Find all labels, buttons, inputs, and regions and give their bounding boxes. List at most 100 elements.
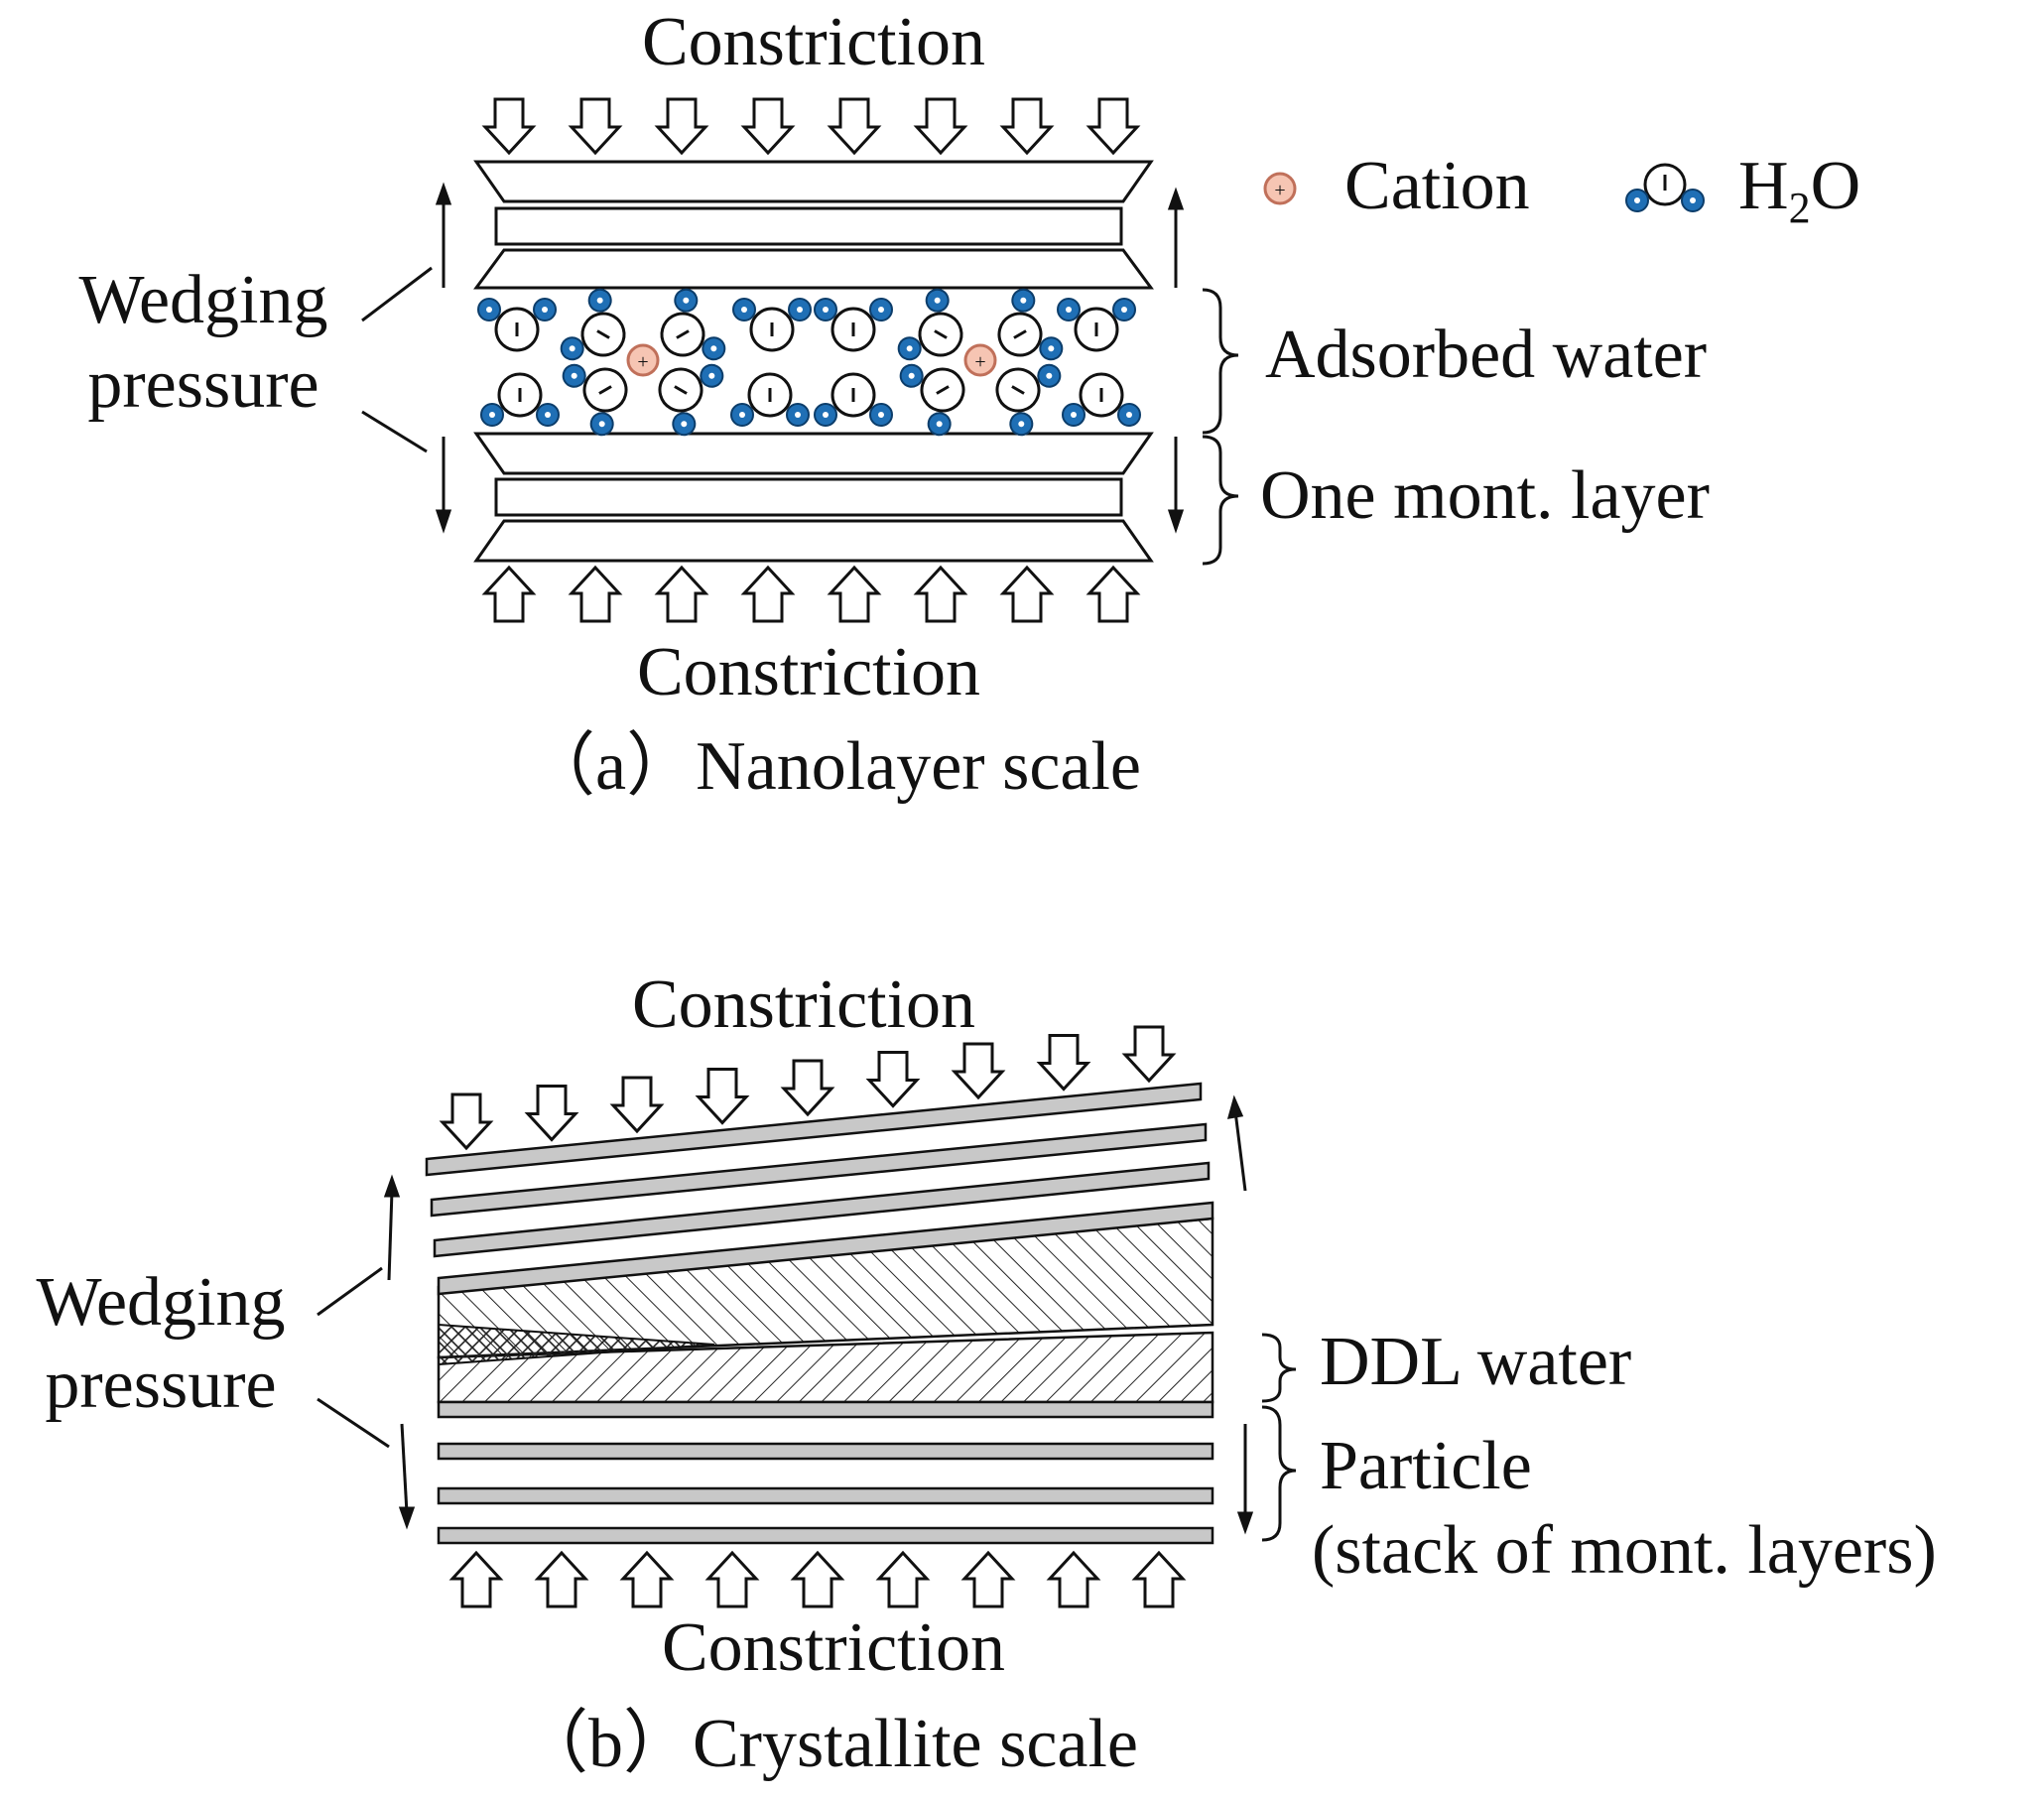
panel-a-caption: （a）Nanolayer scale [526, 728, 1141, 805]
water-molecule-icon [997, 288, 1064, 361]
down-arrow-icon [951, 1042, 1006, 1100]
up-arrow-icon [1131, 1550, 1187, 1608]
panel-a-top-arrows [481, 97, 1141, 156]
clay-layer [473, 432, 1154, 475]
leader-line [361, 266, 433, 322]
mont-layer [425, 1082, 1203, 1177]
panel-b-caption: （b）Crystallite scale [519, 1706, 1138, 1782]
cation-icon: + [1263, 172, 1297, 205]
panel-a-wedging-label: Wedging [79, 262, 328, 338]
down-arrow-icon [1121, 1025, 1177, 1084]
up-arrow-icon [875, 1550, 931, 1608]
leader-line [317, 1266, 383, 1317]
panel-b-top-constriction: Constriction [632, 966, 975, 1043]
leader-line [317, 1397, 390, 1449]
water-molecule-icon [1625, 163, 1705, 212]
panel-b-top-arrows [439, 1025, 1177, 1151]
panel-a: Constriction ++ Wedging pressure [79, 4, 1861, 805]
up-arrow-icon [619, 1550, 675, 1608]
down-arrow-icon [827, 97, 882, 156]
clay-layer [473, 160, 1154, 203]
down-arrow-icon [1086, 97, 1141, 156]
legend: + Cation H2O [1263, 148, 1860, 232]
brace-icon [1261, 1405, 1297, 1542]
panel-b: Constriction Wedging pressure [37, 966, 1937, 1782]
leader-line [361, 410, 428, 453]
water-molecule-icon [560, 288, 626, 361]
ddl-water-overlap [438, 1323, 715, 1366]
clay-layer [494, 477, 1123, 517]
brace-icon [1202, 288, 1239, 435]
panel-a-upper-stack [473, 160, 1154, 290]
panel-b-side-arrows [383, 1094, 1254, 1535]
mont-layer [437, 1201, 1214, 1296]
ddl-water-label: DDL water [1320, 1324, 1631, 1400]
panel-b-wedging-label: Wedging [37, 1264, 286, 1341]
down-arrow-icon [740, 97, 796, 156]
clay-layer [494, 206, 1123, 246]
up-arrow-icon [913, 565, 968, 623]
water-molecule-icon [480, 372, 560, 427]
panel-b-lower-stack [437, 1400, 1214, 1545]
up-arrow-icon [790, 1550, 845, 1608]
panel-a-bottom-constriction: Constriction [637, 634, 980, 710]
water-molecule-icon [730, 372, 810, 427]
water-molecule-icon [1062, 372, 1141, 427]
mont-layer [430, 1122, 1208, 1218]
up-arrow-icon [827, 565, 882, 623]
svg-text:+: + [1274, 180, 1285, 201]
up-arrow-icon [448, 1550, 504, 1608]
down-arrow-icon [654, 97, 709, 156]
down-arrow-icon [780, 1059, 835, 1117]
panel-a-top-constriction: Constriction [642, 4, 985, 80]
up-arrow-icon [960, 1550, 1016, 1608]
panel-b-bottom-constriction: Constriction [662, 1609, 1005, 1686]
down-arrow-icon [1036, 1034, 1091, 1092]
brace-icon [1202, 435, 1239, 566]
clay-layer [473, 519, 1154, 563]
water-molecule-icon [995, 363, 1062, 437]
water-molecule-icon [477, 298, 557, 352]
legend-cation-label: Cation [1344, 148, 1530, 224]
down-arrow-icon [865, 1051, 921, 1108]
mont-layer [437, 1486, 1214, 1505]
svg-text:+: + [974, 351, 985, 373]
water-molecule-icon [658, 363, 724, 437]
down-arrow-icon [439, 1092, 494, 1151]
panel-a-side-arrows [435, 182, 1185, 534]
particle-stack-label: (stack of mont. layers) [1312, 1512, 1937, 1589]
clay-layer [473, 248, 1154, 290]
water-molecule-icon [1057, 298, 1136, 352]
panel-a-adsorbed-water: ++ [477, 288, 1141, 437]
up-arrow-icon [1046, 1550, 1101, 1608]
water-molecule-icon [814, 298, 893, 352]
legend-h2o-label: H2O [1738, 148, 1860, 232]
up-arrow-icon [481, 565, 537, 623]
panel-a-lower-stack [473, 432, 1154, 563]
down-arrow-icon [695, 1068, 750, 1125]
up-arrow-icon [1086, 565, 1141, 623]
panel-b-upper-stack [425, 1082, 1214, 1296]
down-arrow-icon [609, 1076, 665, 1134]
up-arrow-icon [568, 565, 623, 623]
down-arrow-icon [913, 97, 968, 156]
cation-icon: + [963, 343, 997, 377]
one-layer-label: One mont. layer [1260, 457, 1710, 534]
panel-a-bottom-arrows [481, 565, 1141, 623]
brace-icon [1261, 1333, 1297, 1403]
up-arrow-icon [654, 565, 709, 623]
up-arrow-icon [704, 1550, 760, 1608]
down-arrow-icon [524, 1085, 579, 1142]
mont-layer [437, 1526, 1214, 1545]
mont-layer [437, 1400, 1214, 1419]
adsorbed-water-label: Adsorbed water [1265, 317, 1707, 393]
water-molecule-icon [897, 288, 963, 361]
up-arrow-icon [999, 565, 1055, 623]
panel-b-bottom-arrows [448, 1550, 1187, 1608]
particle-label: Particle [1320, 1428, 1532, 1504]
panel-b-pressure-label: pressure [45, 1347, 276, 1423]
mont-layer [437, 1442, 1214, 1461]
up-arrow-icon [534, 1550, 589, 1608]
water-molecule-icon [814, 372, 893, 427]
